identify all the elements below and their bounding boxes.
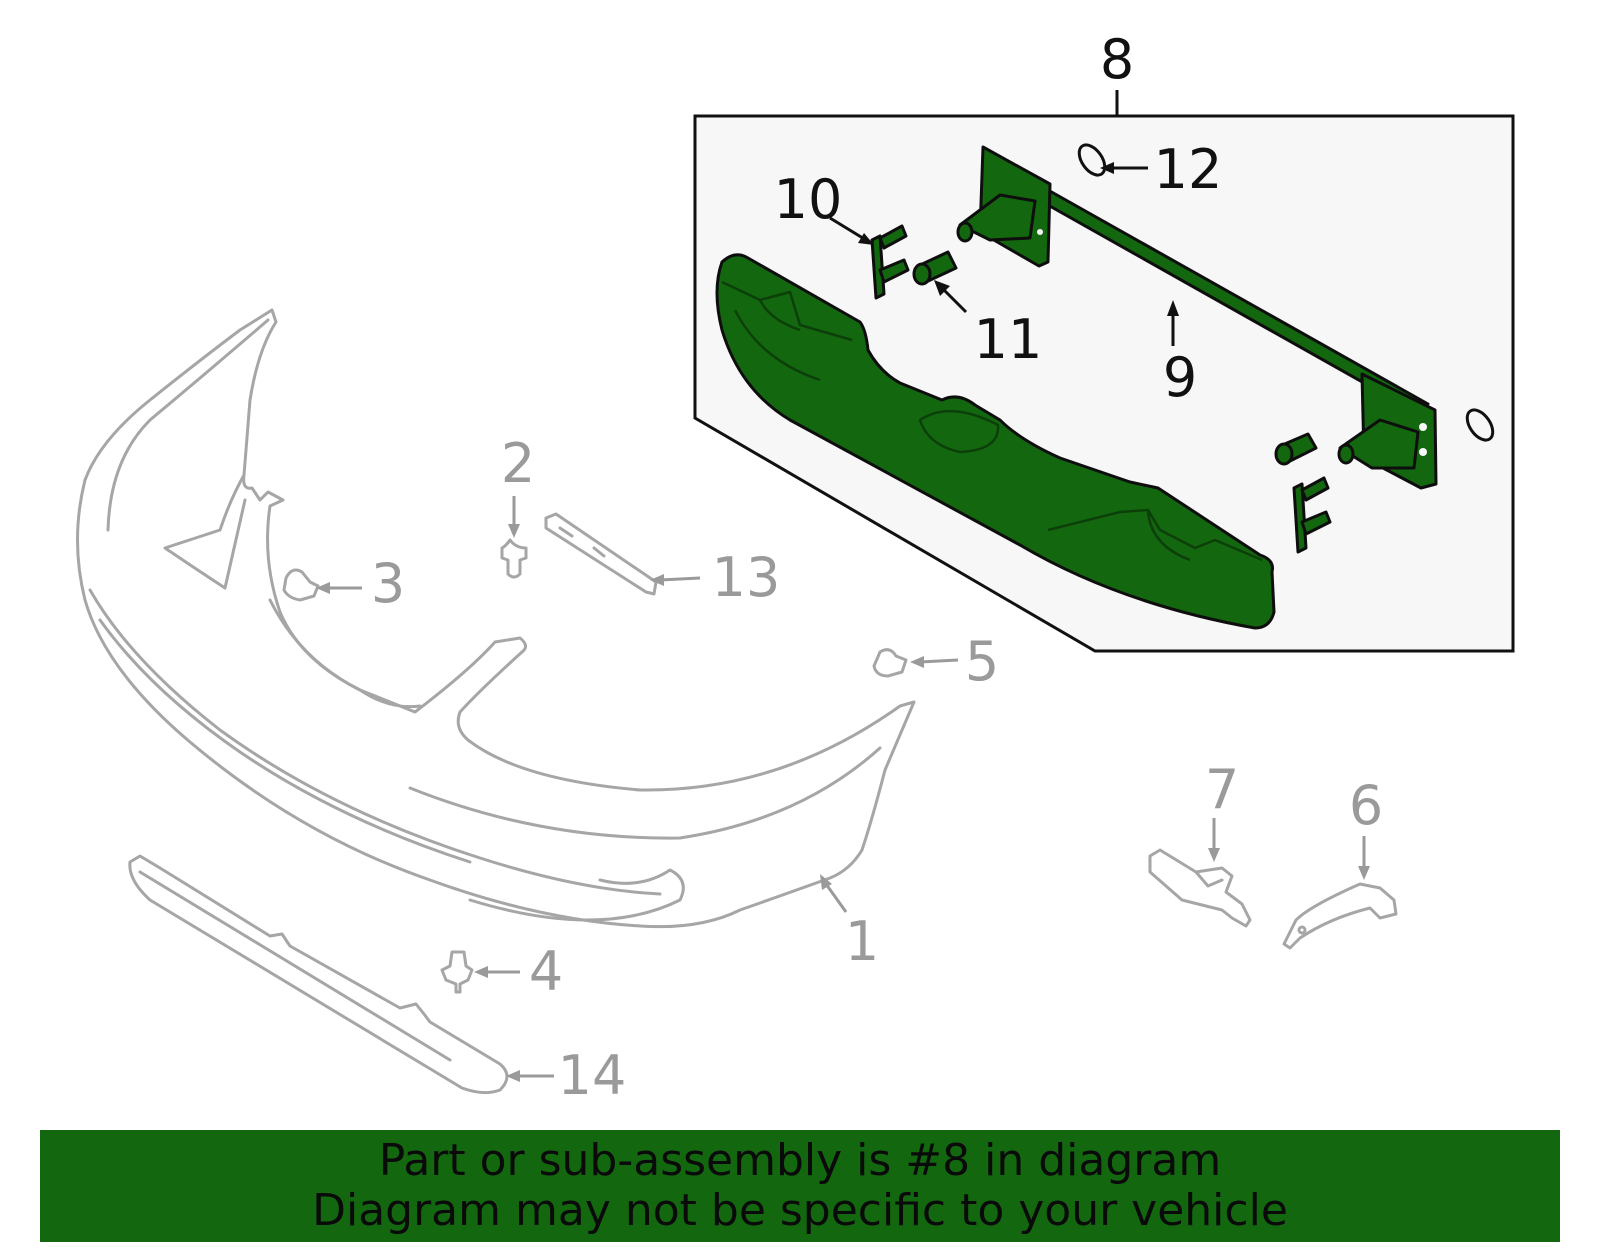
callout-4[interactable]: 4 [529, 940, 563, 1003]
assembly-8-group: 8 10 11 9 12 [693, 28, 1515, 653]
arrow-5 [910, 656, 959, 668]
bumper-cover-part-1[interactable] [76, 308, 916, 929]
energy-absorber[interactable] [715, 253, 1276, 630]
callout-6[interactable]: 6 [1349, 774, 1383, 837]
callout-8[interactable]: 8 [1100, 28, 1134, 91]
callout-3[interactable]: 3 [371, 552, 405, 615]
arrow-11 [934, 280, 968, 314]
info-banner: Part or sub-assembly is #8 in diagram Di… [40, 1130, 1560, 1242]
callout-13[interactable]: 13 [712, 546, 781, 609]
callout-14[interactable]: 14 [558, 1044, 627, 1107]
bracket-part-7[interactable] [1148, 848, 1252, 928]
bracket-part-6[interactable] [1282, 882, 1398, 950]
callout-1[interactable]: 1 [845, 910, 879, 973]
arrow-9 [1167, 300, 1179, 346]
arrow-2 [508, 496, 520, 538]
arrow-7 [1208, 818, 1220, 862]
nut-part-12-b[interactable] [1462, 405, 1498, 444]
arrow-6 [1358, 836, 1370, 880]
banner-line-2: Diagram may not be specific to your vehi… [312, 1185, 1288, 1236]
retainer-clip-part-10[interactable] [870, 224, 1332, 554]
arrow-4 [474, 966, 520, 978]
assembly-8-box[interactable] [693, 114, 1515, 653]
callout-11[interactable]: 11 [974, 308, 1043, 371]
lower-molding-part-14[interactable] [128, 854, 509, 1095]
callout-9[interactable]: 9 [1163, 346, 1197, 409]
callout-2[interactable]: 2 [501, 432, 535, 495]
push-pin-part-2[interactable] [500, 538, 528, 579]
arrow-13 [650, 574, 701, 586]
bolt-part-11[interactable] [912, 250, 1318, 466]
clip-part-3[interactable] [282, 568, 320, 602]
arrow-14 [506, 1070, 554, 1082]
callout-7[interactable]: 7 [1205, 758, 1239, 821]
arrow-10 [829, 216, 874, 245]
callout-5[interactable]: 5 [965, 630, 999, 693]
arrow-3 [316, 582, 362, 594]
reinforcement-bar-part-9[interactable] [956, 145, 1438, 490]
molding-part-13[interactable] [544, 512, 658, 596]
arrow-12 [1100, 162, 1148, 174]
banner-line-1: Part or sub-assembly is #8 in diagram [378, 1135, 1222, 1186]
arrow-1 [820, 874, 848, 913]
clip-part-5[interactable] [872, 648, 908, 678]
push-pin-part-4[interactable] [440, 950, 474, 994]
callout-10[interactable]: 10 [774, 168, 843, 231]
nut-part-12[interactable] [1074, 140, 1110, 179]
callout-12[interactable]: 12 [1154, 138, 1223, 201]
